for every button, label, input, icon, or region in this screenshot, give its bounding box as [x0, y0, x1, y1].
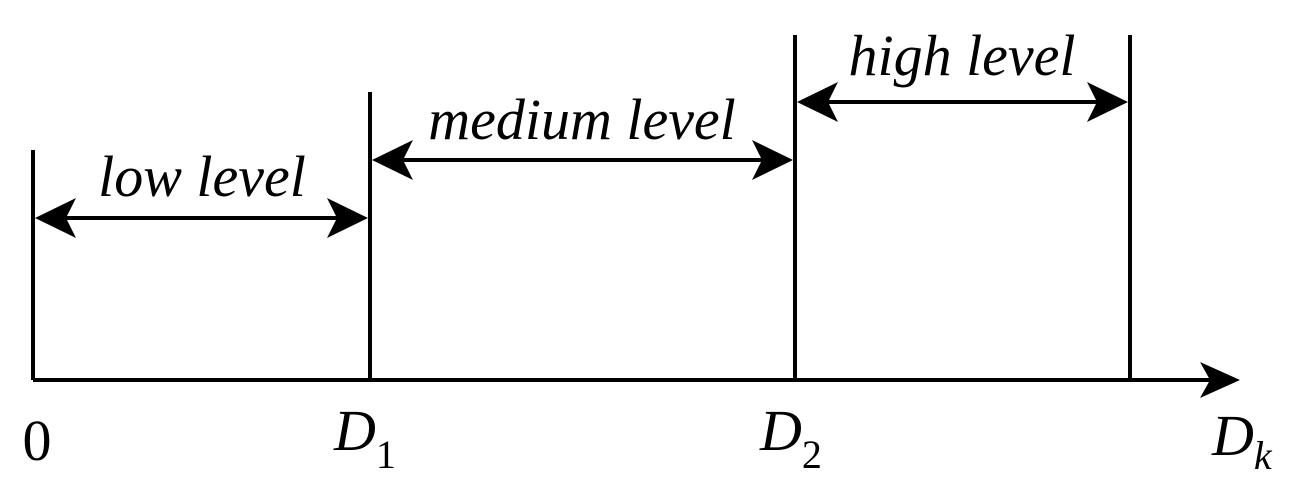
medium-level-label: medium level: [428, 87, 736, 152]
axis-end-label: Dk: [1211, 403, 1273, 478]
low-level-range-arrow: [35, 198, 368, 238]
tick-label-d2-sub: 2: [802, 432, 822, 477]
axis-end-label-sub: k: [1254, 433, 1273, 478]
right-arrowhead-icon: [1087, 82, 1128, 122]
tick-label-d1: D1: [333, 398, 396, 477]
tick-label-d1-sub: 1: [376, 432, 396, 477]
high-level-range-arrow: [797, 82, 1128, 122]
left-arrowhead-icon: [35, 198, 76, 238]
low-level-label: low level: [98, 144, 306, 209]
right-arrowhead-icon: [327, 198, 368, 238]
left-arrowhead-icon: [372, 140, 413, 180]
origin-label: 0: [23, 408, 52, 473]
right-arrowhead-icon: [752, 140, 793, 180]
x-axis-arrow-icon: [1200, 362, 1240, 398]
tick-label-d1-var: D: [333, 398, 376, 463]
high-level-label: high level: [848, 23, 1075, 88]
tick-label-d2: D2: [759, 398, 822, 477]
medium-level-range-arrow: [372, 140, 793, 180]
tick-label-d2-var: D: [759, 398, 802, 463]
axis-end-label-var: D: [1211, 403, 1254, 468]
left-arrowhead-icon: [797, 82, 838, 122]
